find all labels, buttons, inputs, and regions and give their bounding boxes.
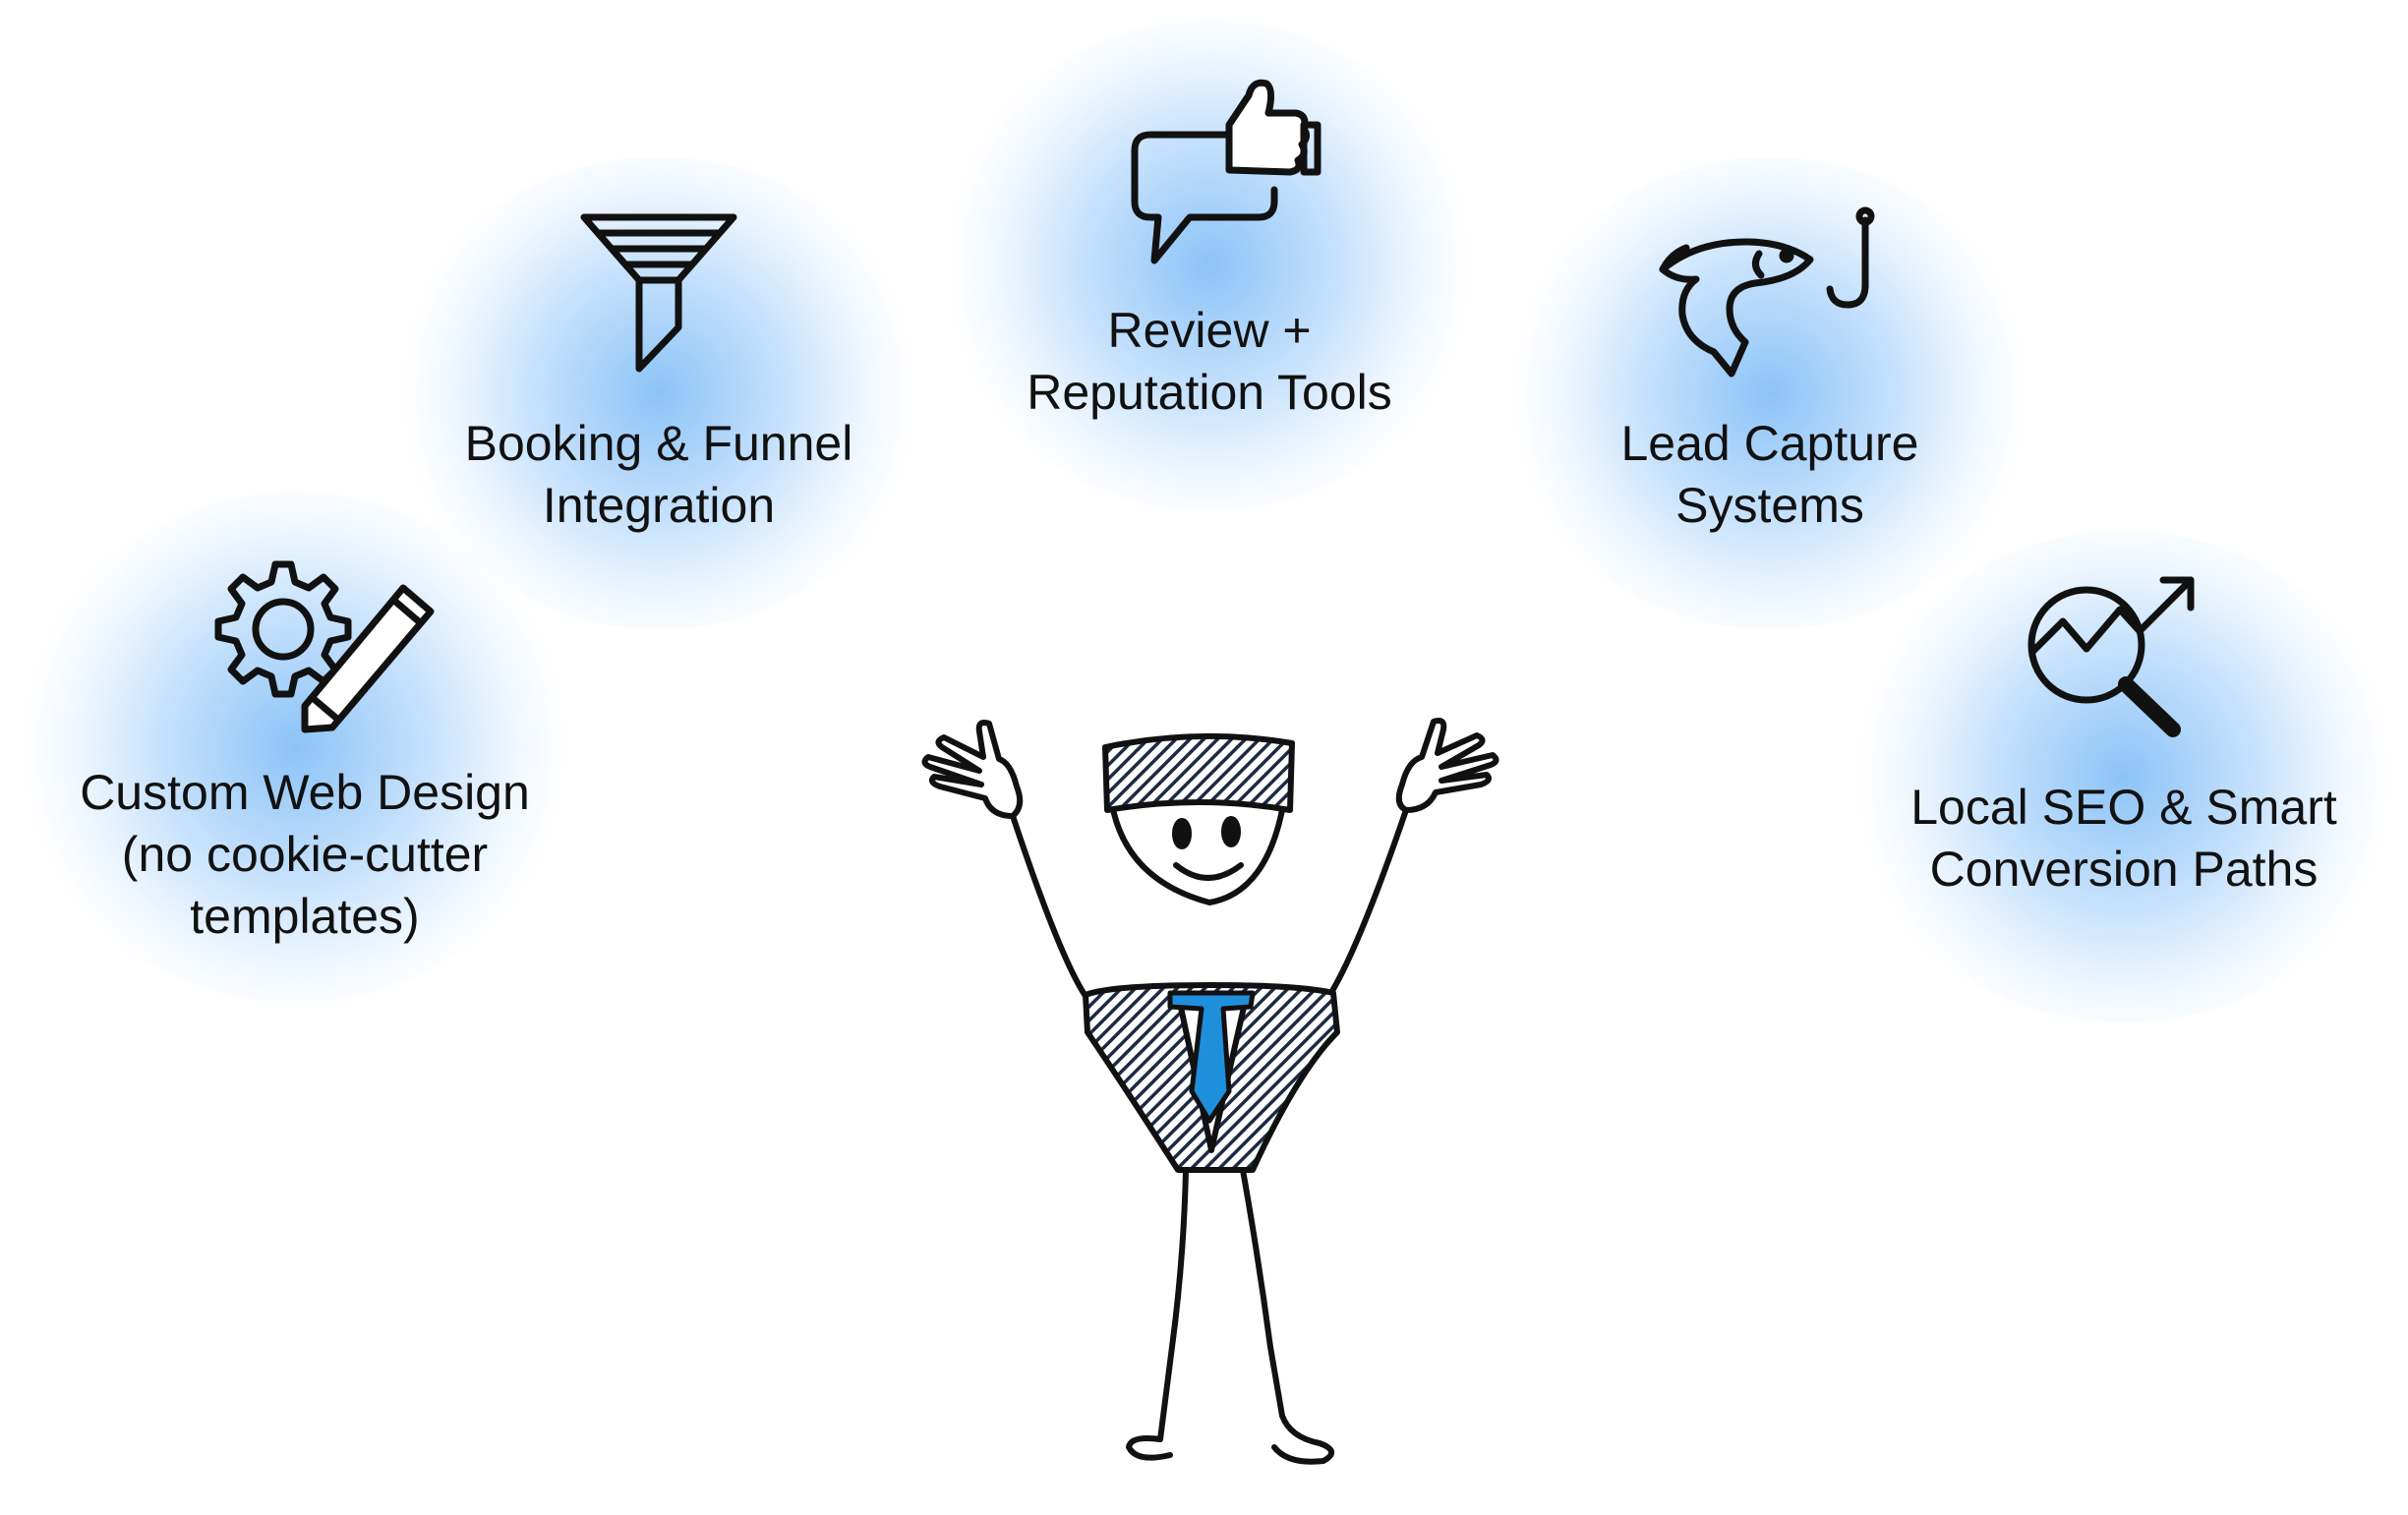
glow-lead-capture bbox=[1504, 157, 2035, 629]
label-review-reputation: Review + Reputation Tools bbox=[1027, 303, 1392, 420]
stick-figure-businessman-icon bbox=[921, 718, 1499, 1465]
fish-hook-icon bbox=[1659, 206, 1875, 378]
chat-thumbs-up-icon bbox=[1131, 79, 1321, 264]
label-lead-capture: Lead Capture Systems bbox=[1620, 416, 1919, 533]
glow-review-reputation bbox=[944, 20, 1475, 511]
funnel-icon bbox=[580, 213, 737, 373]
stick-figure-businessman bbox=[885, 708, 1534, 1494]
label-booking-funnel: Booking & Funnel Integration bbox=[464, 416, 853, 533]
label-custom-web-design: Custom Web Design (no cookie-cutter temp… bbox=[80, 765, 530, 944]
gear-pencil-icon bbox=[214, 560, 435, 733]
label-local-seo: Local SEO & Smart Conversion Paths bbox=[1910, 780, 2337, 897]
magnifier-trend-icon bbox=[2027, 576, 2195, 737]
